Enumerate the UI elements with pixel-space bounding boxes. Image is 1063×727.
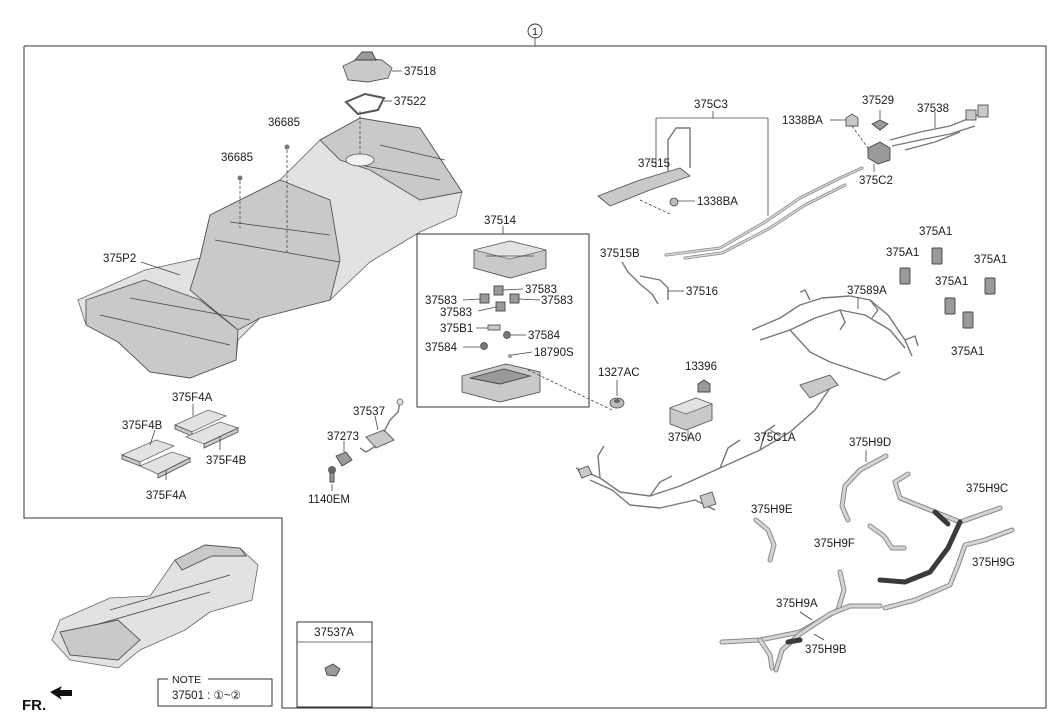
label-37514: 37514 (484, 215, 517, 227)
part-375C3 (597, 111, 864, 260)
label-375C2: 375C2 (859, 175, 893, 187)
label-375H9A: 375H9A (776, 598, 818, 610)
label-36685-lower: 36685 (221, 152, 253, 164)
label-375H9D: 375H9D (849, 437, 891, 449)
parts-375A0-group (668, 379, 714, 438)
inset-overview (24, 517, 283, 708)
hoses-375H9 (719, 450, 1015, 673)
label-37583-d: 37583 (440, 307, 472, 319)
label-37537A: 37537A (314, 627, 354, 639)
label-375A1-b: 375A1 (886, 247, 919, 259)
label-37583-c: 37583 (541, 295, 573, 307)
label-36685-upper: 36685 (268, 117, 300, 129)
fr-label: FR. (22, 697, 46, 714)
label-375H9B: 375H9B (805, 644, 847, 656)
label-1327AC: 1327AC (598, 367, 640, 379)
overview-tank-front (59, 619, 141, 661)
label-375P2: 375P2 (103, 253, 136, 265)
fuel-tank-375P2 (77, 110, 463, 379)
label-37518: 37518 (404, 66, 436, 78)
box-37537A: 37537A (296, 621, 373, 708)
label-18790S: 18790S (534, 347, 574, 359)
label-375A1-e: 375A1 (951, 346, 984, 358)
label-375A1-c: 375A1 (974, 254, 1007, 266)
label-375H9C: 375H9C (966, 483, 1008, 495)
label-37516: 37516 (686, 286, 718, 298)
label-37583-a: 37583 (525, 284, 557, 296)
label-375F4A-top: 375F4A (172, 392, 213, 404)
part-labels: 37518 37522 36685 36685 375P2 37514 3758… (103, 66, 1015, 656)
label-1338BA-lower: 1338BA (697, 196, 738, 208)
assembly-callout-circle (527, 23, 543, 39)
label-37515B: 37515B (600, 248, 640, 260)
label-37529: 37529 (862, 95, 894, 107)
parts-37515B-37516 (621, 261, 684, 305)
label-375A1-d: 375A1 (935, 276, 968, 288)
label-375H9F: 375H9F (814, 538, 855, 550)
label-1140EM: 1140EM (308, 494, 350, 506)
note-text: 37501 : ①~② (172, 690, 241, 702)
label-13396: 13396 (685, 361, 717, 373)
label-375H9E: 375H9E (751, 504, 793, 516)
label-375F4B-right: 375F4B (206, 455, 247, 467)
front-arrow-icon (50, 686, 72, 700)
box-37514 (416, 226, 613, 411)
label-375C1A: 375C1A (754, 432, 796, 444)
label-375A0: 375A0 (668, 432, 701, 444)
sensor-37537-group (328, 398, 404, 491)
label-375F4B-left: 375F4B (122, 420, 163, 432)
part-37518 (342, 51, 402, 83)
label-1338BA-upper: 1338BA (782, 115, 823, 127)
label-37522: 37522 (394, 96, 426, 108)
harness-375C1A (575, 374, 839, 511)
overview-tank-top (174, 544, 247, 571)
label-37584-b: 37584 (425, 342, 458, 354)
part-1327AC (609, 380, 625, 409)
label-37273: 37273 (327, 431, 359, 443)
note-heading: NOTE (172, 674, 201, 686)
label-375A1-a: 375A1 (919, 226, 952, 238)
fr-indicator: FR. (22, 686, 72, 714)
assembly-callout: 1 (532, 26, 538, 38)
part-37522 (344, 92, 392, 116)
label-37537: 37537 (353, 406, 385, 418)
harness-37589A (751, 289, 919, 381)
label-37589A: 37589A (847, 285, 887, 297)
label-375H9G: 375H9G (972, 557, 1015, 569)
pads-375F4 (120, 404, 240, 480)
label-37515: 37515 (638, 158, 670, 170)
label-37538: 37538 (917, 103, 949, 115)
note-box: NOTE 37501 : ①~② (157, 673, 273, 707)
label-375B1: 375B1 (440, 323, 473, 335)
label-375F4A-bottom: 375F4A (146, 490, 187, 502)
parts-375C2-group (830, 104, 989, 172)
label-375C3: 375C3 (694, 99, 728, 111)
label-37583-b: 37583 (425, 295, 457, 307)
label-37584-a: 37584 (528, 330, 561, 342)
clip-37537A (324, 663, 341, 677)
sensors-375A1 (899, 247, 996, 329)
